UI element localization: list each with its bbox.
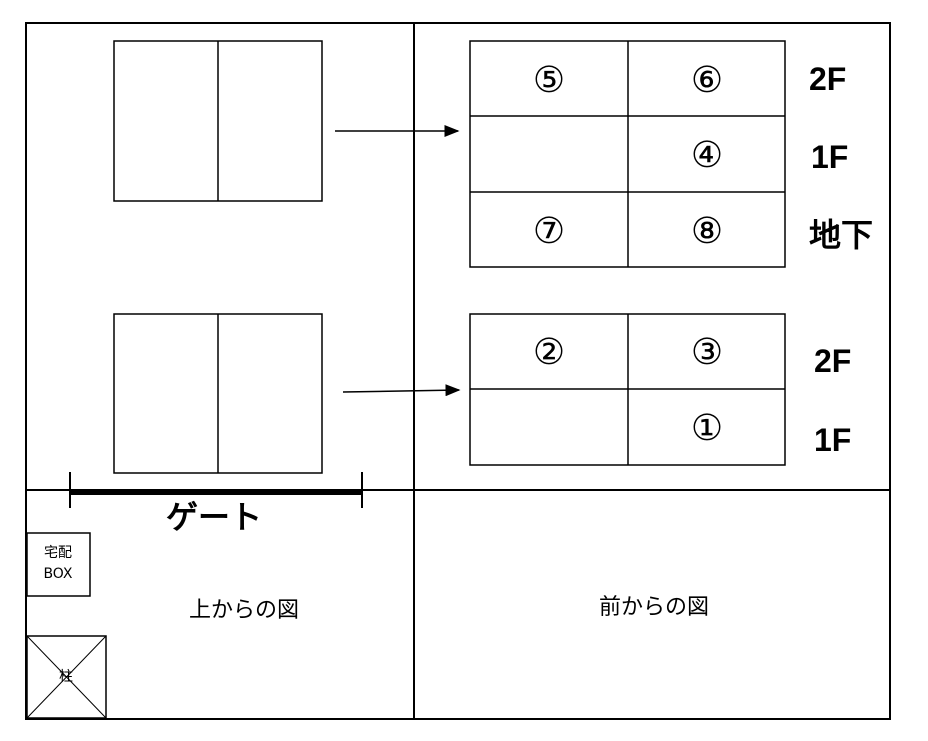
delivery-box [26,532,91,597]
delivery-box-label-line1: 宅配 [44,545,72,561]
unit-3-label: ③ [691,332,723,373]
front-view-caption: 前からの図 [599,595,709,620]
lower-floor-1f: 1F [814,422,851,458]
upper-unit-grid [469,40,786,268]
unit-2-label: ② [533,332,565,373]
delivery-box-label-line2: BOX [43,566,72,582]
upper-floor-basement: 地下 [809,217,873,253]
upper-floor-1f: 1F [811,139,848,175]
unit-7-label: ⑦ [533,211,565,252]
lower-floor-2f: 2F [814,343,851,379]
gate-bar [69,472,363,508]
outer-frame [25,22,891,720]
lower-unit-grid [469,313,786,466]
unit-6-label: ⑥ [691,60,723,101]
pillar-marker [26,635,107,719]
top-view-upper-building [113,40,323,202]
top-view-lower-building [113,313,323,474]
unit-4-label: ④ [691,135,723,176]
gate-label: ゲート [166,498,262,536]
unit-1-label: ① [691,408,723,449]
top-view-caption: 上からの図 [189,598,299,623]
pillar-label: 柱 [59,669,73,685]
unit-5-label: ⑤ [533,60,565,101]
arrow-lower [342,384,461,397]
upper-floor-2f: 2F [809,61,846,97]
unit-8-label: ⑧ [691,211,723,252]
